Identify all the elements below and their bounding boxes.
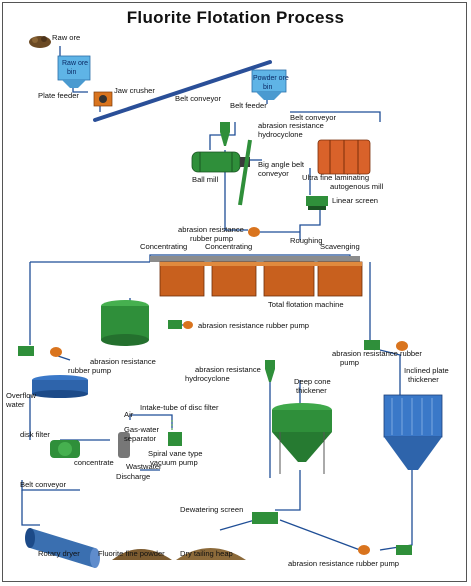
vacuum-pump bbox=[168, 420, 182, 446]
concentrate-thickener bbox=[32, 375, 88, 398]
hydrocyclone-mid bbox=[265, 360, 275, 382]
rubber-pump-right-label-2: pump bbox=[340, 358, 359, 367]
dry-tailing-heap bbox=[176, 548, 246, 560]
autogenous-mill bbox=[317, 139, 371, 175]
spiral-vane-label-2: vacuum pump bbox=[150, 458, 198, 467]
big-angle-belt-label-1: Big angle belt bbox=[258, 160, 305, 169]
concentrating-1-label: Concentrating bbox=[140, 242, 187, 251]
belt-conveyor-3-label: Belt conveyor bbox=[20, 480, 66, 489]
wastwater-label: Wastwater bbox=[126, 462, 162, 471]
rubber-pump-left-label-1: abrasion resistance bbox=[90, 357, 156, 366]
jaw-crusher bbox=[93, 91, 113, 107]
rotary-dryer-label: Rotary dryer bbox=[38, 549, 80, 558]
rubber-pump-left-label-2: rubber pump bbox=[68, 366, 111, 375]
belt-conveyor-1-label: Belt conveyor bbox=[175, 94, 221, 103]
hydrocyclone-top-label-1: abrasion resistance bbox=[258, 121, 324, 130]
big-angle-belt-label-2: conveyor bbox=[258, 169, 289, 178]
raw-ore-bin-label-1: Raw ore bbox=[62, 60, 88, 67]
concentrating-2-label: Concentrating bbox=[205, 242, 252, 251]
hydrocyclone-top bbox=[220, 122, 230, 146]
jaw-crusher-label: Jaw crusher bbox=[114, 86, 155, 95]
total-flotation-label: Total flotation machine bbox=[268, 300, 344, 309]
fluorite-powder-heap bbox=[112, 549, 172, 560]
rubber-pump-top-label-2: rubber pump bbox=[190, 234, 233, 243]
linear-screen bbox=[306, 196, 328, 210]
rubber-pump-right bbox=[364, 340, 408, 351]
raw-ore-bin bbox=[57, 55, 91, 88]
ball-mill bbox=[191, 151, 250, 173]
autogenous-mill-label-1: Ultra fine laminating bbox=[302, 173, 369, 182]
concentrate-label: concentrate bbox=[74, 458, 114, 467]
overflow-water-label-2: water bbox=[5, 400, 25, 409]
disk-filter bbox=[50, 440, 80, 458]
diagram-title: Fluorite Flotation Process bbox=[126, 8, 345, 27]
gas-water-label-2: separator bbox=[124, 434, 157, 443]
belt-conveyor-main bbox=[93, 60, 272, 122]
gas-water-label-1: Gas-water bbox=[124, 425, 159, 434]
rotary-dryer bbox=[25, 528, 100, 568]
hydrocyclone-top-label-2: hydrocyclone bbox=[258, 130, 303, 139]
flotation-machines bbox=[150, 256, 363, 297]
hydrocyclone-mid-label-1: abrasion resistance bbox=[195, 365, 261, 374]
deep-cone-label-2: thickener bbox=[296, 386, 327, 395]
dry-tailing-label: Dry tailing heap bbox=[180, 549, 233, 558]
rubber-pump-mid bbox=[168, 320, 193, 329]
deep-cone-label-1: Deep cone bbox=[294, 377, 331, 386]
rubber-pump-left bbox=[18, 346, 62, 357]
hydrocyclone-mid-label-2: hydrocyclone bbox=[185, 374, 230, 383]
agitation-tank bbox=[101, 300, 149, 346]
dewatering-screen bbox=[252, 512, 278, 524]
dewatering-screen-label: Dewatering screen bbox=[180, 505, 243, 514]
gas-water-separator bbox=[118, 432, 130, 458]
disk-filter-label: disk filter bbox=[20, 430, 50, 439]
rubber-pump-bottom bbox=[358, 545, 412, 555]
raw-ore-pile bbox=[29, 36, 51, 48]
raw-ore-label: Raw ore bbox=[52, 33, 80, 42]
flow-lines bbox=[21, 46, 413, 551]
air-label: Air bbox=[124, 410, 134, 419]
rubber-pump-right-label-1: abrasion resistance rubber bbox=[332, 349, 422, 358]
spiral-vane-label-1: Spiral vane type bbox=[148, 449, 202, 458]
powder-ore-bin-label-2: bin bbox=[263, 84, 272, 91]
raw-ore-bin-label-2: bin bbox=[67, 69, 76, 76]
autogenous-mill-label-2: autogenous mill bbox=[330, 182, 384, 191]
inclined-plate-label-2: thickener bbox=[408, 375, 439, 384]
inclined-plate-label-1: Inclined plate bbox=[404, 366, 449, 375]
belt-conveyor-2-label: Belt conveyor bbox=[290, 113, 336, 122]
discharge-label: Discharge bbox=[116, 472, 150, 481]
rubber-pump-top-label-1: abrasion resistance bbox=[178, 225, 244, 234]
inclined-plate-thickener bbox=[383, 394, 443, 470]
powder-ore-bin bbox=[251, 69, 287, 100]
overflow-water-label-1: Overflow bbox=[6, 391, 36, 400]
linear-screen-label: Linear screen bbox=[332, 196, 378, 205]
big-angle-belt-conveyor bbox=[238, 139, 252, 206]
rubber-pump-bottom-label: abrasion resistance rubber pump bbox=[288, 559, 399, 568]
rubber-pump-top bbox=[248, 227, 260, 237]
ball-mill-label: Ball mill bbox=[192, 175, 218, 184]
intake-tube-label: Intake-tube of disc filter bbox=[140, 403, 219, 412]
plate-feeder-label: Plate feeder bbox=[38, 91, 79, 100]
fluorite-powder-label: Fluorite fine powder bbox=[98, 549, 165, 558]
powder-ore-bin-label-1: Powder ore bbox=[253, 75, 289, 82]
deep-cone-thickener bbox=[272, 403, 332, 474]
roughing-label: Roughing bbox=[290, 236, 323, 245]
belt-feeder-label: Belt feeder bbox=[230, 101, 267, 110]
rubber-pump-mid-label: abrasion resistance rubber pump bbox=[198, 321, 309, 330]
scavenging-label: Scavenging bbox=[320, 242, 360, 251]
